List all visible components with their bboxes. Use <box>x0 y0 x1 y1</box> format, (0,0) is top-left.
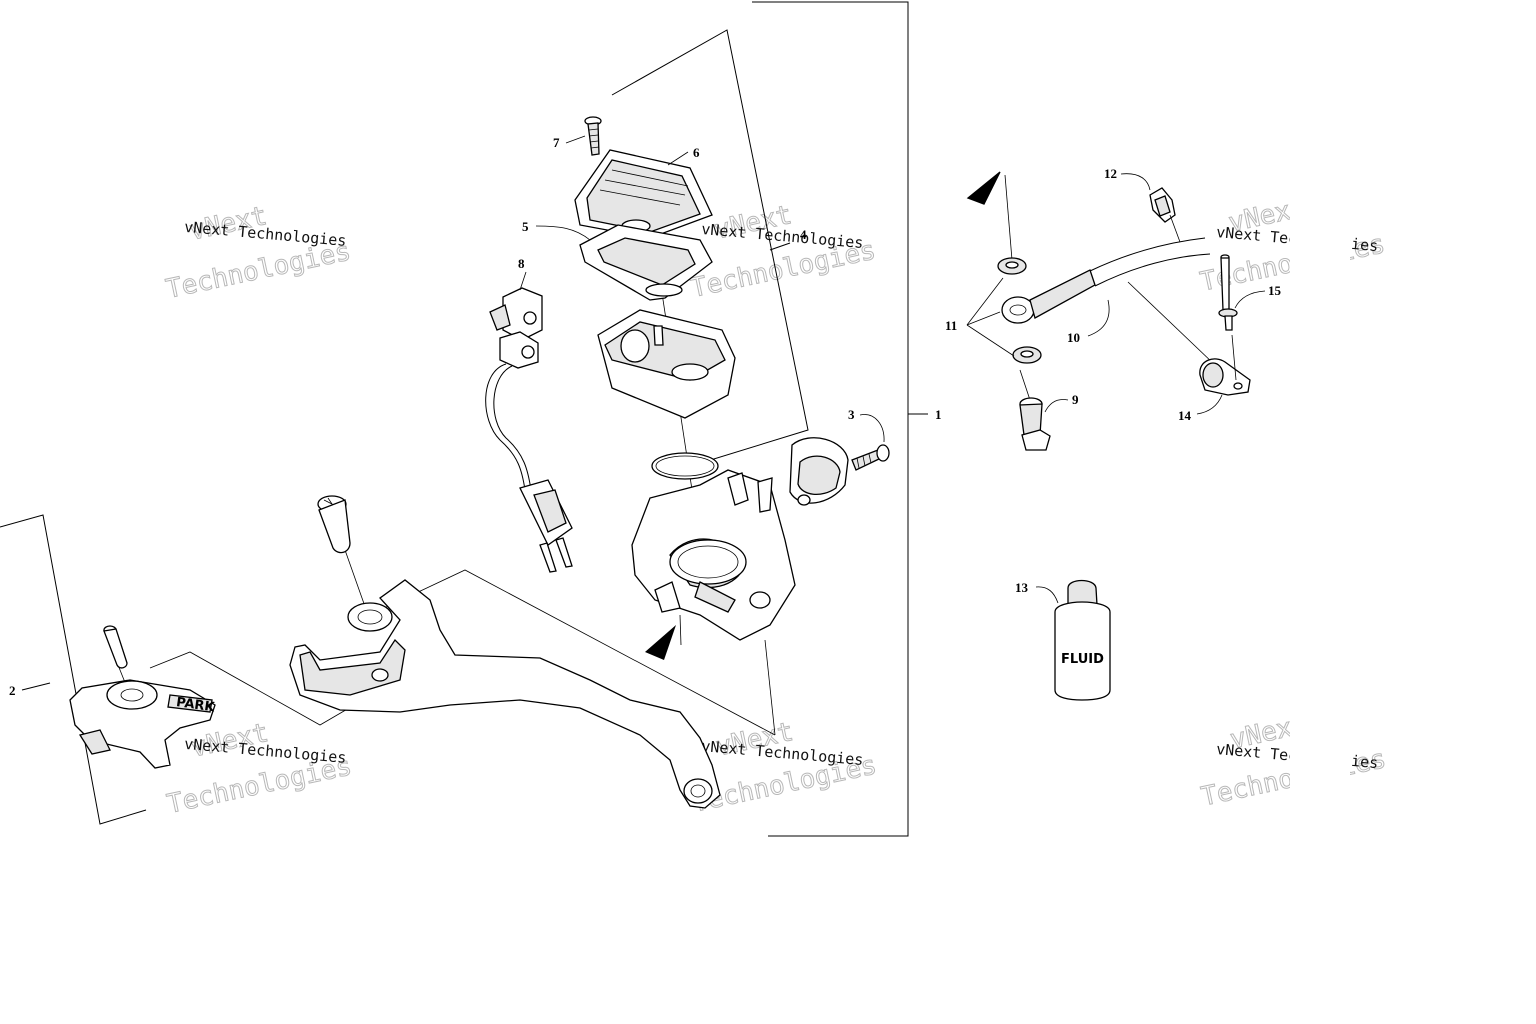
callout-3: 3 <box>848 407 855 422</box>
callout-12: 12 <box>1104 166 1117 181</box>
washer-11b <box>1012 346 1042 364</box>
leader-9 <box>1044 399 1069 413</box>
banjo-fitting <box>1001 269 1096 324</box>
arrow-marker <box>966 171 1001 205</box>
pivot-line <box>764 639 776 736</box>
centerline <box>679 614 682 646</box>
leader-12 <box>1120 173 1151 191</box>
o-ring-inner <box>655 455 715 477</box>
centerline <box>1019 369 1031 401</box>
bolt-15 <box>1218 254 1238 331</box>
leader-5 <box>535 225 591 241</box>
p-clamp-14 <box>1199 358 1251 396</box>
leader-13 <box>1035 586 1059 604</box>
leader-15 <box>1234 290 1266 309</box>
park-lock-2: PARK <box>69 679 216 769</box>
callout-7: 7 <box>553 135 560 150</box>
brake-switch-8 <box>485 287 573 573</box>
callout-10: 10 <box>1067 330 1080 345</box>
crop-mask <box>1290 190 1350 320</box>
leader-2 <box>21 682 51 691</box>
callout-14: 14 <box>1178 408 1192 423</box>
clamp-bolt-3 <box>851 444 890 471</box>
centerline <box>1004 174 1013 261</box>
brake-lever <box>289 579 721 809</box>
centerline <box>1231 334 1237 381</box>
screw-7 <box>584 116 602 156</box>
reservoir-body <box>597 309 736 419</box>
callout-5: 5 <box>522 219 529 234</box>
leader-7 <box>565 135 586 144</box>
crop-mask <box>1290 700 1350 830</box>
leader-14 <box>1196 394 1223 415</box>
park-label: PARK <box>175 695 216 715</box>
callout-11: 11 <box>945 318 957 333</box>
o-ring <box>651 452 719 480</box>
leader-10 <box>1087 299 1110 337</box>
callout-8: 8 <box>518 256 525 271</box>
callout-2: 2 <box>9 683 16 698</box>
diaphragm-5 <box>579 224 713 301</box>
washer-11a <box>997 257 1027 275</box>
callout-9: 9 <box>1072 392 1079 407</box>
leader-8 <box>519 271 527 291</box>
callout-4: 4 <box>800 227 807 242</box>
pivot-pin <box>317 495 351 554</box>
park-pin <box>103 625 128 669</box>
fluid-label: FLUID <box>1061 652 1104 667</box>
assembly-bracket-4 <box>611 29 809 471</box>
banjo-bolt-9 <box>1019 397 1051 451</box>
hose-clip-12 <box>1149 187 1176 223</box>
fluid-bottle-13: FLUID <box>1054 579 1111 701</box>
handlebar-clamp-3 <box>789 437 849 506</box>
leader-11 <box>966 311 1001 326</box>
centerline <box>1169 214 1181 243</box>
assembly-bracket-2 <box>0 514 147 825</box>
master-cylinder-body <box>631 469 796 641</box>
leader-3 <box>859 414 885 443</box>
centerline <box>1127 281 1216 366</box>
leader-6 <box>667 151 689 166</box>
brake-hose-10-edge <box>1094 253 1211 287</box>
callout-15: 15 <box>1268 283 1282 298</box>
leader-11 <box>966 277 1004 326</box>
assembly-bracket-1 <box>752 1 909 837</box>
callout-1: 1 <box>935 407 942 422</box>
callout-6: 6 <box>693 145 700 160</box>
leader-4 <box>769 242 791 251</box>
leader-11 <box>966 324 1015 357</box>
arrow-marker <box>645 625 676 660</box>
brake-hose-10 <box>1089 237 1206 272</box>
reservoir-cover-6 <box>574 149 713 239</box>
callout-13: 13 <box>1015 580 1029 595</box>
